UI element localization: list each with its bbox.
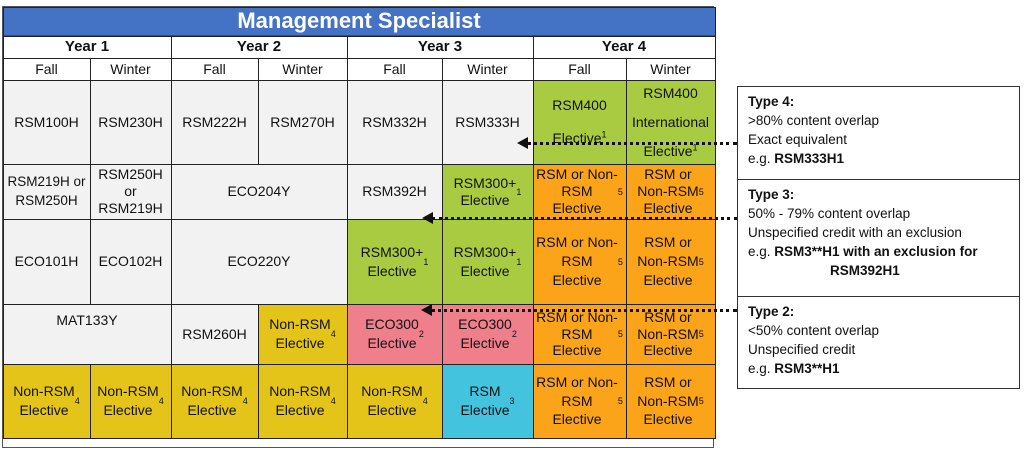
year-3-header: Year 3 [346,35,534,59]
term-header: Fall [346,57,443,81]
term-header: Winter [441,57,534,81]
term-header: Fall [2,57,91,81]
legend-type4: Type 4: >80% content overlap Exact equiv… [738,87,1019,179]
legend-line: 50% - 79% content overlap [748,205,911,221]
legend-type2: Type 2: <50% content overlap Unspecified… [738,296,1019,388]
arrow-head-icon [517,137,528,149]
course-name: RSM400 [552,97,607,114]
course-elective: Elective1 [643,141,698,159]
legend-heading: Type 4: [748,94,795,109]
program-grid: Management Specialist Year 1 Year 2 Year… [2,6,716,448]
course-cell: ECO204Y [170,163,348,220]
arrow-head-icon [422,212,433,224]
term-header: Winter [89,57,172,81]
legend-line: Unspecified credit with an exclusion [748,224,962,240]
type2-arrow [421,304,737,316]
course-cell: RSM392H [346,163,443,220]
year-1-header: Year 1 [2,35,172,59]
course-cell: MAT133Y [2,303,172,365]
course-cell: RSM219H or RSM250H [2,163,91,220]
course-name: RSM400 [643,84,698,101]
course-cell: RSM222H [170,79,259,165]
type3-arrow [422,212,737,224]
program-title: Management Specialist [2,6,716,37]
legend-line: >80% content overlap [748,112,879,128]
legend-example: e.g. RSM3**H1 [748,360,840,376]
legend-example: e.g. RSM3**H1 with an exclusion for [748,243,978,259]
legend-line: Unspecified credit [748,341,856,357]
legend-type3: Type 3: 50% - 79% content overlap Unspec… [738,179,1019,296]
course-cell-rsm400-international: RSM400 International Elective1 [625,79,716,165]
legend-example: e.g. RSM333H1 [748,150,845,166]
course-cell: ECO220Y [170,218,348,305]
course-name-mid: International [631,113,710,130]
course-cell: RSM270H [257,79,348,165]
course-cell: ECO102H [89,218,172,305]
legend-heading: Type 3: [748,187,795,202]
course-cell-rsm400-elective: RSM400 Elective1 [532,79,627,165]
term-header: Fall [170,57,259,81]
arrow-head-icon [421,304,432,316]
legend-line: <50% content overlap [748,322,879,338]
course-cell: RSM332H [346,79,443,165]
course-cell: RSM260H [170,303,259,365]
term-header: Winter [625,57,716,81]
legend-heading: Type 2: [748,304,795,319]
course-cell: RSM230H [89,79,172,165]
course-cell: RSM100H [2,79,91,165]
course-cell: RSM333H [441,79,534,165]
course-cell: ECO101H [2,218,91,305]
year-2-header: Year 2 [170,35,348,59]
term-header: Winter [257,57,348,81]
year-4-header: Year 4 [532,35,716,59]
credit-type-legend: Type 4: >80% content overlap Exact equiv… [737,86,1020,389]
term-header: Fall [532,57,627,81]
type4-arrow [517,137,737,149]
legend-line: Exact equivalent [748,131,848,147]
course-elective: Elective1 [552,129,607,146]
course-cell: RSM250H or RSM219H [89,163,172,220]
legend-example-cont: RSM392H1 [830,262,900,278]
